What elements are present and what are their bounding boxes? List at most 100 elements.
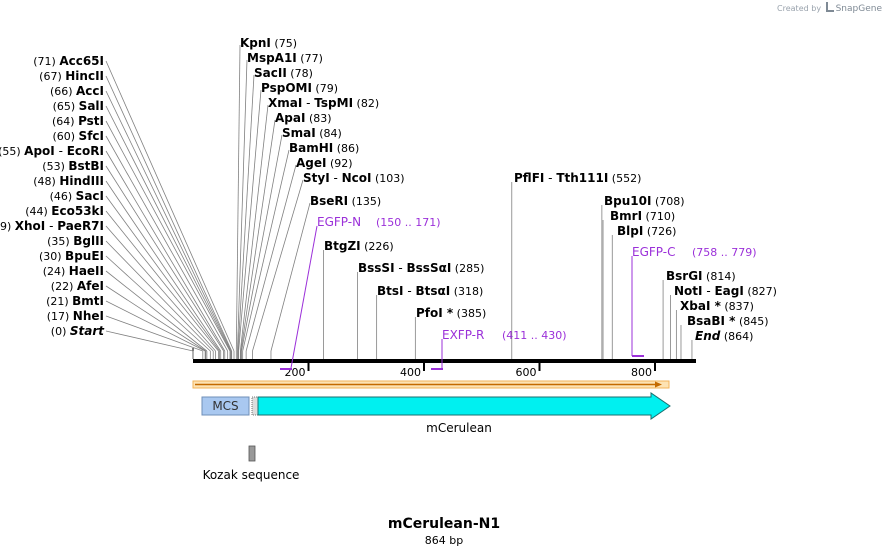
site-name: AccI — [76, 84, 104, 98]
site-name: XbaI * — [680, 299, 722, 313]
site-position: (83) — [305, 112, 331, 125]
orf-label: mCerulean — [426, 421, 492, 435]
site-text: (22) AfeI — [51, 279, 104, 293]
site-name: BsrGI — [666, 269, 703, 283]
site-position: (64) — [52, 115, 78, 128]
site-separator: - — [330, 171, 342, 185]
site-text: (48) HindIII — [33, 174, 104, 188]
site-name: SfcI — [79, 129, 104, 143]
ruler-label: 800 — [631, 366, 652, 379]
site-label-right: SmaI (84) — [241, 126, 342, 359]
site-name-2: NcoI — [342, 171, 372, 185]
site-position: (710) — [642, 210, 675, 223]
site-text: AgeI (92) — [296, 156, 353, 170]
site-leader-line — [242, 149, 290, 352]
site-label-left: (17) NheI — [47, 309, 204, 359]
primer-leader-line — [290, 225, 318, 369]
site-label-right: StyI - NcoI (103) — [252, 171, 405, 359]
ruler-label: 600 — [516, 366, 537, 379]
site-leader-line — [245, 164, 297, 352]
site-position: (46) — [50, 190, 76, 203]
site-text: (44) Eco53kI — [25, 204, 104, 218]
primer-range: (150 .. 171) — [376, 216, 441, 229]
site-leader-line — [240, 119, 276, 352]
primer-exfp-r: EXFP-R(411 .. 430) — [431, 328, 567, 370]
site-label-left: (53) BstBI — [42, 159, 225, 359]
site-text: (67) HincII — [39, 69, 104, 83]
site-text: BtsI - BtsαI (318) — [377, 284, 483, 298]
primer-binding-bar — [280, 368, 292, 370]
site-label-right: BmrI (710) — [602, 209, 675, 359]
site-label-left: (71) Acc65I — [33, 54, 235, 359]
site-name-2: TspMI — [314, 96, 353, 110]
site-name-2: PaeR7I — [57, 219, 104, 233]
site-leader-line — [105, 120, 231, 352]
site-leader-line — [105, 330, 194, 352]
site-name: Eco53kI — [51, 204, 104, 218]
site-text: PflFI - Tth111I (552) — [514, 171, 641, 185]
site-label-right: PflFI - Tth111I (552) — [511, 171, 641, 359]
site-label-left: (0) Start — [51, 324, 194, 359]
site-name-2: BtsαI — [415, 284, 450, 298]
site-text: (24) HaeII — [43, 264, 104, 278]
site-position: (75) — [271, 37, 297, 50]
site-text: BmrI (710) — [610, 209, 675, 223]
site-text: SmaI (84) — [282, 126, 342, 140]
site-label-right: XmaI - TspMI (82) — [239, 96, 379, 359]
site-leader-line — [105, 300, 206, 352]
site-leader-line — [105, 150, 226, 352]
site-text: (35) BglII — [47, 234, 104, 248]
site-text: BsrGI (814) — [666, 269, 736, 283]
plasmid-length: 864 bp — [424, 534, 464, 547]
site-text: (55) ApoI - EcoRI — [0, 144, 104, 158]
site-name: NotI — [674, 284, 703, 298]
site-position: (60) — [52, 130, 78, 143]
site-leader-line — [105, 285, 206, 352]
site-text: (53) BstBI — [42, 159, 104, 173]
site-position: (226) — [361, 240, 394, 253]
site-text: (64) PstI — [52, 114, 104, 128]
site-name: NheI — [73, 309, 104, 323]
site-name-2: EagI — [714, 284, 743, 298]
site-text: BssSI - BssSαI (285) — [358, 261, 484, 275]
site-position: (77) — [297, 52, 323, 65]
plasmid-name: mCerulean-N1 — [387, 516, 501, 532]
mcs-label: MCS — [212, 399, 238, 413]
credit-prefix: Created by — [777, 4, 822, 13]
site-leader-line — [105, 255, 211, 352]
site-label-left: (66) AccI — [50, 84, 232, 359]
site-leader-line — [105, 105, 231, 352]
site-name: End — [695, 329, 721, 343]
site-leader-line — [252, 179, 304, 352]
site-separator: - — [55, 144, 67, 158]
site-label-left: (64) PstI — [52, 114, 231, 359]
site-label-right: KpnI (75) — [235, 36, 297, 359]
site-text: BtgZI (226) — [324, 239, 394, 253]
site-label-left: (39) XhoI - PaeR7I — [0, 219, 216, 359]
site-text: (0) Start — [51, 324, 105, 338]
site-text: BsaBI * (845) — [687, 314, 769, 328]
site-name-2: Tth111I — [556, 171, 608, 185]
site-position: (86) — [333, 142, 359, 155]
site-position: (837) — [721, 300, 754, 313]
site-name: BmrI — [610, 209, 642, 223]
site-name: PfoI * — [416, 306, 454, 320]
site-label-left: (48) HindIII — [33, 174, 222, 359]
site-text: (71) Acc65I — [33, 54, 104, 68]
site-name: BpuEI — [65, 249, 104, 263]
site-name: BstBI — [68, 159, 104, 173]
site-name: BseRI — [310, 194, 348, 208]
ruler-label: 400 — [400, 366, 421, 379]
site-text: MspA1I (77) — [247, 51, 323, 65]
site-name: BsaBI * — [687, 314, 736, 328]
kozak-feature: Kozak sequence — [203, 445, 299, 482]
site-name: AfeI — [77, 279, 104, 293]
site-leader-line — [270, 202, 311, 352]
site-position: (44) — [25, 205, 51, 218]
site-text: (46) SacI — [50, 189, 104, 203]
site-name: BglII — [73, 234, 104, 248]
site-text: (17) NheI — [47, 309, 104, 323]
site-position: (318) — [450, 285, 483, 298]
mcerulean-feature: mCerulean — [251, 392, 671, 435]
